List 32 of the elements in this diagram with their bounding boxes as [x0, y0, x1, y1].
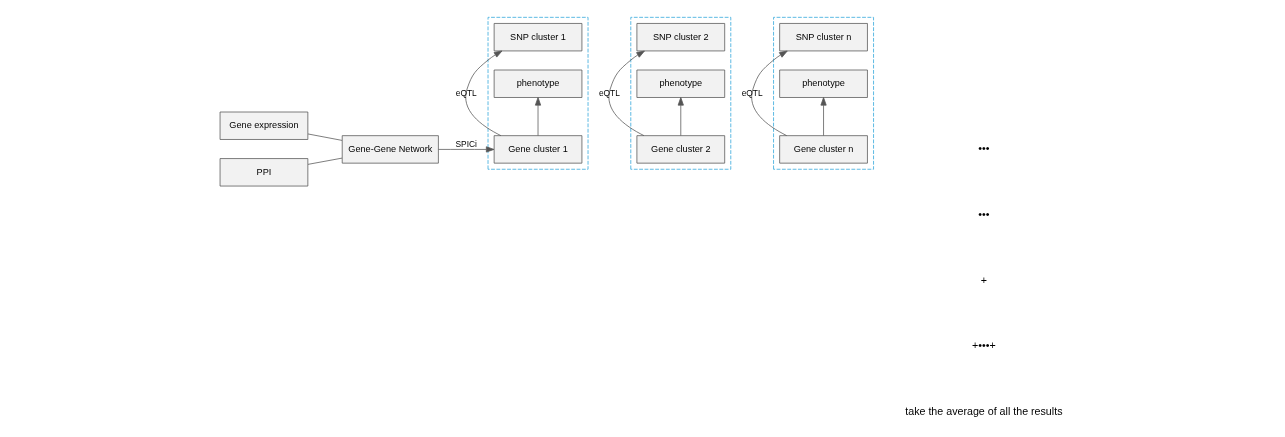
node-box: Gene cluster 1 [493, 135, 582, 164]
arrow [464, 50, 502, 136]
edge-label: eQTL [598, 87, 620, 98]
node-box: phenotype [493, 69, 582, 98]
node-box: Gene expression [219, 111, 308, 140]
edge-label: eQTL [455, 87, 477, 98]
arrow [534, 97, 541, 136]
node-box: phenotype [778, 69, 868, 98]
node-box: PPI [219, 158, 308, 187]
label: ••• [977, 207, 989, 220]
node-box: Gene-Gene Network [341, 135, 439, 164]
connector [307, 157, 342, 165]
node-box: Gene cluster 2 [636, 135, 725, 164]
arrow [820, 97, 827, 136]
edge-label: eQTL [741, 87, 763, 98]
arrow [437, 146, 494, 153]
cluster [772, 16, 874, 170]
arrow [677, 97, 684, 136]
label: ••• [977, 142, 989, 155]
cluster [629, 16, 731, 170]
node-box: SNP cluster n [778, 23, 868, 52]
edge-label: SPICi [455, 138, 477, 149]
connector [307, 133, 342, 141]
node-box: SNP cluster 2 [636, 23, 725, 52]
arrow [608, 50, 645, 136]
node-box: SNP cluster 1 [493, 23, 582, 52]
node-box: phenotype [636, 69, 725, 98]
label: + [980, 273, 987, 286]
arrow [750, 50, 788, 136]
label: +•••+ [971, 339, 996, 352]
node-box: Gene cluster n [778, 135, 868, 164]
label: take the average of all the results [904, 404, 1062, 417]
